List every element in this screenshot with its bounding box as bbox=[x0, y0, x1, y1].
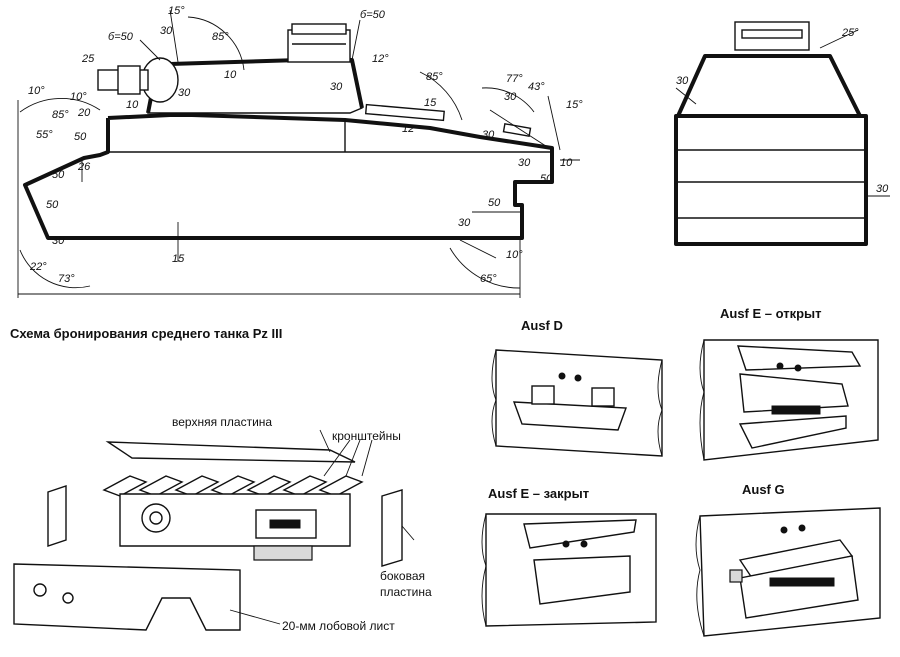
dim-label: 30 bbox=[876, 183, 889, 195]
dim-label: 50 bbox=[488, 197, 501, 209]
dim-label: б=50 bbox=[108, 31, 134, 43]
port-ausf-g: Ausf G bbox=[695, 482, 881, 637]
port-title-ausf-d: Ausf D bbox=[521, 318, 563, 333]
front-plate-20mm bbox=[13, 563, 241, 631]
label-side-plate-2: пластина bbox=[380, 585, 432, 599]
brackets bbox=[102, 439, 373, 497]
dim-label: 10° bbox=[28, 85, 45, 97]
label-upper-plate: верхняя пластина bbox=[172, 415, 272, 429]
dim-label: 25° bbox=[841, 27, 859, 39]
dim-label: 15° bbox=[566, 99, 583, 111]
port-title-ausf-e-closed: Ausf E – закрыт bbox=[488, 486, 589, 501]
dim-label: 10 bbox=[560, 157, 573, 169]
dim-label: 10 bbox=[224, 69, 237, 81]
label-brackets: кронштейны bbox=[332, 429, 401, 443]
dim-label: 26 bbox=[77, 161, 91, 173]
upper-plate bbox=[105, 441, 356, 463]
dim-label: 55° bbox=[36, 129, 53, 141]
port-ausf-e-closed: Ausf E – закрыт bbox=[481, 486, 657, 627]
dim-label: б=50 bbox=[360, 9, 386, 21]
dim-label: 12 bbox=[402, 123, 414, 135]
dim-label: 30 bbox=[52, 235, 65, 247]
dim-label: 15 bbox=[172, 253, 185, 265]
port-title-ausf-e-open: Ausf E – открыт bbox=[720, 306, 822, 321]
dim-label: 50 bbox=[52, 169, 65, 181]
exploded-assembly: верхняя пластина кронштейны боковая плас… bbox=[13, 415, 432, 633]
dim-label: 10 bbox=[126, 99, 139, 111]
engine-hatch-1 bbox=[364, 103, 445, 122]
dim-label: 22° bbox=[29, 261, 47, 273]
dim-label: 85° bbox=[426, 71, 443, 83]
front-hull bbox=[675, 115, 867, 245]
dim-label: 30 bbox=[458, 217, 471, 229]
right-side-plate bbox=[381, 489, 403, 567]
dim-label: 50 bbox=[46, 199, 59, 211]
dim-label: 30 bbox=[504, 91, 517, 103]
port-title-ausf-g: Ausf G bbox=[742, 482, 785, 497]
diagram-caption: Схема бронирования среднего танка Pz III bbox=[10, 326, 283, 341]
dim-label: 50 bbox=[540, 173, 553, 185]
dim-label: 30 bbox=[676, 75, 689, 87]
dim-label: 50 bbox=[74, 131, 87, 143]
dim-label: 20 bbox=[77, 107, 91, 119]
dim-label: 10° bbox=[506, 249, 523, 261]
dim-label: 15° bbox=[168, 5, 185, 17]
side-view: 15° 30 б=50 25 30 85° 10 б=50 12° 30 85°… bbox=[17, 5, 583, 298]
dim-label: 73° bbox=[58, 273, 75, 285]
dim-label: 85° bbox=[52, 109, 69, 121]
dim-label: 30 bbox=[518, 157, 531, 169]
dim-label: 65° bbox=[480, 273, 497, 285]
dim-label: 25 bbox=[81, 53, 95, 65]
label-side-plate-1: боковая bbox=[380, 569, 425, 583]
dim-label: 30 bbox=[160, 25, 173, 37]
dim-label: 15 bbox=[424, 97, 437, 109]
dim-label: 85° bbox=[212, 31, 229, 43]
dim-label: 43° bbox=[528, 81, 545, 93]
cupola bbox=[287, 29, 351, 63]
dim-label: 77° bbox=[506, 73, 523, 85]
left-side-plate bbox=[47, 485, 67, 547]
dim-label: 30 bbox=[330, 81, 343, 93]
dim-label: 30 bbox=[482, 129, 495, 141]
engine-hatch-2 bbox=[502, 122, 532, 138]
dim-label: 10° bbox=[70, 91, 87, 103]
dim-label: 30 bbox=[178, 87, 191, 99]
hull-armor-outline bbox=[23, 113, 554, 240]
label-front-plate: 20-мм лобовой лист bbox=[282, 619, 395, 633]
cupola-top bbox=[291, 23, 347, 35]
front-view: 25° 30 30 bbox=[674, 21, 890, 246]
dim-label: 12° bbox=[372, 53, 389, 65]
vision-ports: Ausf D Ausf E – открыт Ausf E – закрыт bbox=[481, 306, 881, 637]
port-ausf-e-open: Ausf E – открыт bbox=[699, 306, 879, 461]
port-ausf-d: Ausf D bbox=[491, 318, 663, 457]
